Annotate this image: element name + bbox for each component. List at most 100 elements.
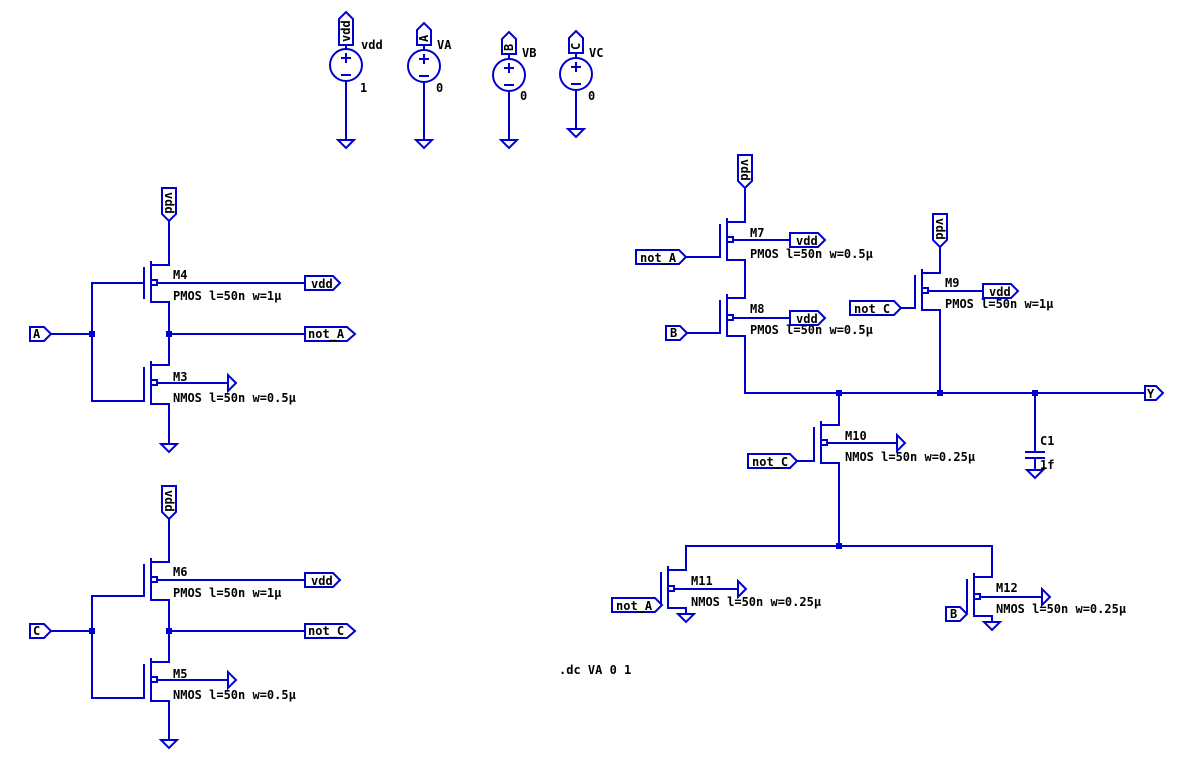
m11-model: NMOS l=50n w=0.25µ	[691, 595, 821, 609]
m12-name: M12	[996, 581, 1018, 595]
va-source-pin-flag	[416, 21, 432, 46]
inverter-a: vdd M4 PMOS l=50n w=1µ vdd A not_A	[29, 187, 357, 454]
vdd-pin-flag[interactable]	[304, 572, 342, 588]
not-c-input-label: not_C	[752, 455, 788, 470]
vc-source-label: VC	[589, 46, 603, 60]
m7-name: M7	[750, 226, 764, 240]
junction-dot	[89, 628, 95, 634]
vdd-pin-label: vdd	[311, 574, 333, 588]
vdd-pin-label: vdd	[311, 277, 333, 291]
ground-icon	[896, 432, 907, 454]
not-a-output-label: not_A	[308, 327, 345, 342]
vc-source-value: 0	[588, 89, 595, 103]
m3-transistor[interactable]: M3 NMOS l=50n w=0.5µ	[91, 361, 296, 405]
ground-icon	[227, 372, 238, 394]
b-input-flag[interactable]	[945, 606, 969, 622]
vb-source-pin-label: B	[502, 44, 516, 51]
m7-model: PMOS l=50n w=0.5µ	[750, 247, 873, 261]
a-input-flag[interactable]	[29, 326, 53, 342]
vc-source[interactable]: C VC 0	[559, 29, 603, 139]
vdd-pin-label: vdd	[933, 218, 947, 240]
m6-transistor[interactable]: M6 PMOS l=50n w=1µ	[91, 558, 306, 601]
vb-source-value: 0	[520, 89, 527, 103]
vdd-source-label: vdd	[361, 38, 383, 52]
not-c-output-flag[interactable]	[304, 623, 357, 639]
vdd-pin-flag[interactable]	[161, 187, 177, 223]
ground-icon	[335, 139, 357, 150]
vdd-pin-label: vdd	[796, 312, 818, 326]
vdd-source[interactable]: vdd vdd 1	[329, 10, 383, 150]
m4-name: M4	[173, 268, 187, 282]
m4-model: PMOS l=50n w=1µ	[173, 289, 281, 303]
m11-transistor[interactable]: M11 NMOS l=50n w=0.25µ	[660, 566, 821, 624]
vdd-pin-label: vdd	[162, 192, 176, 214]
m8-transistor[interactable]: M8 PMOS l=50n w=0.5µ	[685, 294, 873, 337]
vb-source-label: VB	[522, 46, 536, 60]
m3-model: NMOS l=50n w=0.5µ	[173, 391, 296, 405]
va-source-pin-label: A	[417, 34, 431, 42]
vb-source-pin-flag	[501, 30, 517, 55]
m5-model: NMOS l=50n w=0.5µ	[173, 688, 296, 702]
vdd-pin-flag[interactable]	[161, 485, 177, 521]
ground-icon	[981, 621, 1003, 632]
m9-name: M9	[945, 276, 959, 290]
m5-transistor[interactable]: M5 NMOS l=50n w=0.5µ	[91, 658, 296, 702]
c-input-flag[interactable]	[29, 623, 53, 639]
not-c-input-flag[interactable]	[747, 453, 799, 469]
ground-icon	[675, 613, 697, 624]
not-c-input-label: not_C	[854, 302, 890, 317]
y-output-flag[interactable]	[1144, 385, 1165, 401]
m10-model: NMOS l=50n w=0.25µ	[845, 450, 975, 464]
m8-name: M8	[750, 302, 764, 316]
m7-transistor[interactable]: M7 PMOS l=50n w=0.5µ	[685, 218, 873, 261]
b-input-flag[interactable]	[665, 325, 689, 341]
va-source-value: 0	[436, 81, 443, 95]
vdd-pin-label: vdd	[738, 159, 752, 181]
inverter-c: vdd M6 PMOS l=50n w=1µ vdd C not_C	[29, 485, 357, 750]
m8-model: PMOS l=50n w=0.5µ	[750, 323, 873, 337]
not-a-input-flag[interactable]	[611, 597, 664, 613]
main-gate: vdd M7 PMOS l=50n w=0.5µ vdd not_A	[611, 154, 1165, 632]
ground-icon	[565, 128, 587, 139]
spice-directive[interactable]: .dc VA 0 1	[559, 663, 631, 677]
vb-source[interactable]: B VB 0	[492, 30, 536, 150]
vdd-pin-flag[interactable]	[737, 154, 753, 190]
m11-name: M11	[691, 574, 713, 588]
vdd-pin-flag[interactable]	[982, 283, 1020, 299]
b-input-label: B	[670, 326, 677, 340]
vdd-source-value: 1	[360, 81, 367, 95]
ground-icon	[158, 443, 180, 454]
m4-transistor[interactable]: M4 PMOS l=50n w=1µ	[91, 261, 306, 303]
m12-transistor[interactable]: M12 NMOS l=50n w=0.25µ	[966, 573, 1126, 632]
m6-model: PMOS l=50n w=1µ	[173, 586, 281, 600]
m10-transistor[interactable]: M10 NMOS l=50n w=0.25µ	[796, 421, 975, 464]
m10-name: M10	[845, 429, 867, 443]
c1-value: 1f	[1040, 458, 1054, 472]
m6-name: M6	[173, 565, 187, 579]
ground-icon	[227, 669, 238, 691]
vdd-pin-flag[interactable]	[932, 213, 948, 249]
ground-icon	[1041, 586, 1052, 608]
va-source[interactable]: A VA 0	[407, 21, 452, 150]
not-a-input-label: not_A	[640, 251, 677, 266]
ground-icon	[737, 578, 748, 600]
not-a-input-flag[interactable]	[635, 249, 688, 265]
a-input-label: A	[33, 327, 41, 341]
m9-transistor[interactable]: M9 PMOS l=50n w=1µ	[900, 269, 1053, 311]
not-c-input-flag[interactable]	[849, 300, 903, 316]
c-input-label: C	[33, 624, 40, 638]
vc-source-pin-label: C	[569, 43, 583, 50]
vdd-pin-flag[interactable]	[789, 232, 827, 248]
junction-dot	[166, 628, 172, 634]
vdd-pin-label: vdd	[796, 234, 818, 248]
c1-capacitor[interactable]: C1 1f	[1024, 392, 1054, 480]
vdd-pin-flag[interactable]	[789, 310, 827, 326]
junction-dot	[89, 331, 95, 337]
junction-dot	[166, 331, 172, 337]
vdd-pin-flag[interactable]	[304, 275, 342, 291]
m5-name: M5	[173, 667, 187, 681]
not-a-output-flag[interactable]	[304, 326, 357, 342]
c1-name: C1	[1040, 434, 1054, 448]
ground-icon	[413, 139, 435, 150]
